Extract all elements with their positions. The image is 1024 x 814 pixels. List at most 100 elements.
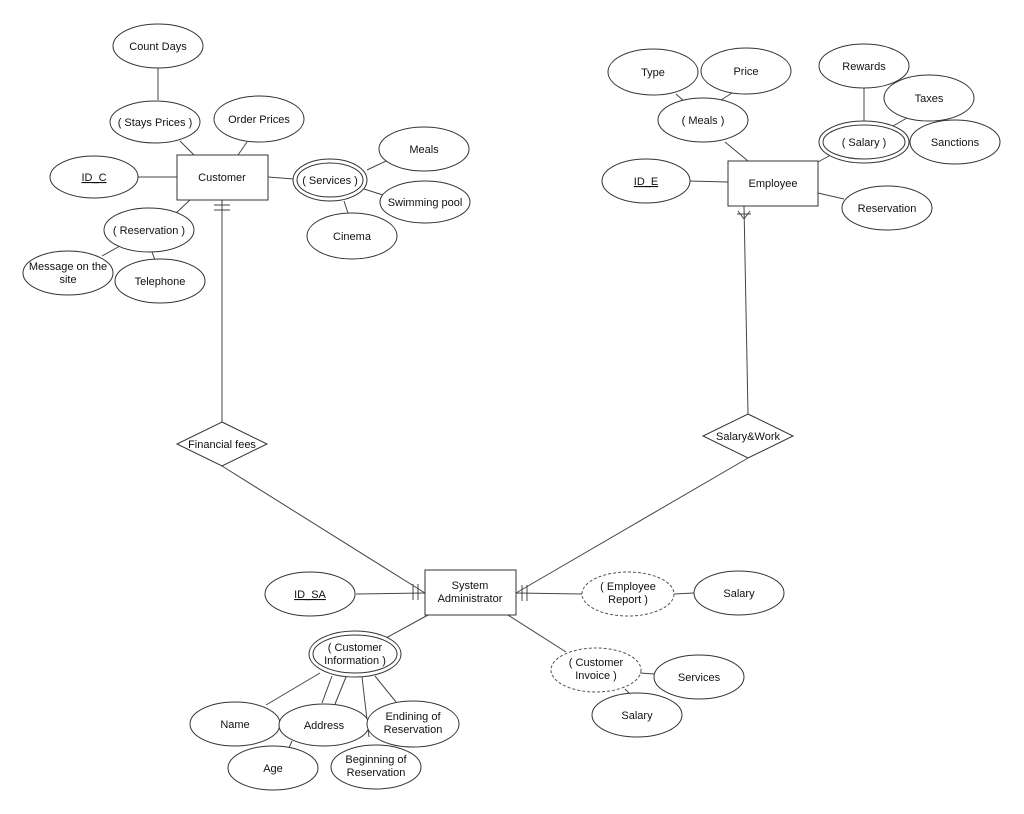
attribute-label: Rewards (842, 61, 886, 73)
customer-entity: Customer (176, 154, 269, 201)
line-meals-employee (724, 141, 749, 162)
attribute-type: Type (607, 48, 699, 96)
attribute-rewards: Rewards (818, 43, 910, 89)
attribute-label: Address (304, 720, 345, 732)
employee-entity: Employee (727, 160, 819, 207)
line-customer-reservation (175, 199, 191, 214)
attribute-customer-invoice: ( Customer Invoice ) (550, 647, 642, 693)
entity-label: System (452, 580, 489, 592)
attribute-meals-e: ( Meals ) (657, 97, 749, 143)
system-admin-entity-group: ID_SA System Administrator ( Employee Re… (189, 569, 785, 791)
line-orderprices-customer (237, 141, 248, 156)
attribute-label: ( Salary ) (842, 137, 887, 149)
attribute-label: Telephone (135, 276, 186, 288)
line-custinfo-address-2 (334, 676, 347, 705)
attribute-label: Salary (621, 710, 653, 722)
relationship-label: Salary&Work (716, 431, 780, 443)
attribute-label: Report ) (608, 594, 648, 606)
line-employee-salarywork (743, 205, 749, 415)
attribute-label: Reservation (347, 767, 406, 779)
attribute-name: Name (189, 701, 281, 747)
line-services-meals (366, 160, 387, 171)
attribute-label: Invoice ) (575, 670, 617, 682)
attribute-sanctions: Sanctions (909, 119, 1001, 165)
attribute-message-on-site: Message on the site (22, 250, 114, 296)
attribute-label: Beginning of (345, 754, 407, 766)
attribute-swimming-pool: Swimming pool (379, 180, 471, 224)
attribute-label: Reservation (384, 724, 443, 736)
attribute-employee-report: ( Employee Report ) (581, 571, 675, 617)
relationship-label: Financial fees (188, 439, 256, 451)
relationship-salary-work: Salary&Work (701, 413, 795, 459)
attribute-label: ( Customer (328, 642, 383, 654)
attribute-label: Age (263, 763, 283, 775)
attribute-reservation-c: ( Reservation ) (103, 207, 195, 253)
line-address-age (288, 740, 293, 749)
attribute-label: Reservation (858, 203, 917, 215)
attribute-ending-of-reservation: Endining of Reservation (366, 700, 460, 748)
attribute-label: Type (641, 67, 665, 79)
attribute-telephone: Telephone (114, 258, 206, 304)
attribute-id-sa: ID_SA (264, 571, 356, 617)
line-reservation-message (101, 245, 121, 257)
attribute-label: Price (733, 66, 758, 78)
attribute-customer-information: ( Customer Information ) (308, 630, 402, 678)
attribute-age: Age (227, 745, 319, 791)
attribute-reservation-e: Reservation (841, 185, 933, 231)
line-staysprices-customer (179, 140, 195, 156)
attribute-label: site (59, 274, 76, 286)
cardinality-crowfoot (737, 210, 745, 220)
attribute-label: ( Services ) (302, 175, 358, 187)
line-customer-services (267, 176, 295, 180)
attribute-label: Count Days (129, 41, 187, 53)
employee-entity-group: Type Price ( Meals ) Rewards Taxes ( Sal… (601, 43, 1001, 231)
line-idsa-sysadmin (355, 592, 426, 595)
attribute-label: Swimming pool (388, 197, 463, 209)
attribute-salary-sa: Salary (693, 570, 785, 616)
attribute-label: ( Meals ) (682, 115, 725, 127)
attribute-label: Taxes (915, 93, 944, 105)
attribute-label: Message on the (29, 261, 107, 273)
line-custinfo-ending (374, 675, 397, 703)
key-label: ID_SA (294, 589, 326, 601)
key-label: ID_E (634, 176, 658, 188)
relationship-financial-fees: Financial fees (175, 421, 269, 467)
entity-label: Administrator (438, 593, 503, 605)
attribute-label: Sanctions (931, 137, 980, 149)
line-employeereport-salary (673, 592, 695, 595)
attribute-label: Salary (723, 588, 755, 600)
attribute-salary-invoice: Salary (591, 692, 683, 738)
attribute-id-c: ID_C (49, 155, 139, 199)
attribute-cinema: Cinema (306, 212, 398, 260)
attribute-label: Cinema (333, 231, 372, 243)
line-custinfo-address (321, 675, 333, 704)
attribute-label: ( Reservation ) (113, 225, 185, 237)
attribute-label: Information ) (324, 655, 386, 667)
attribute-order-prices: Order Prices (213, 95, 305, 143)
entity-label: Employee (749, 178, 798, 190)
attribute-label: ( Employee (600, 581, 656, 593)
line-sysadmin-customerinfo (385, 614, 429, 639)
attribute-address: Address (278, 703, 370, 747)
attribute-services-sa: Services (653, 654, 745, 700)
attribute-beginning-of-reservation: Beginning of Reservation (330, 744, 422, 790)
attribute-id-e: ID_E (601, 158, 691, 204)
attribute-label: Services (678, 672, 721, 684)
attribute-label: Meals (409, 144, 439, 156)
attribute-count-days: Count Days (112, 23, 204, 69)
line-ide-employee (687, 180, 729, 183)
attribute-label: Order Prices (228, 114, 290, 126)
cardinality-crowfoot (743, 210, 751, 220)
key-label: ID_C (81, 172, 106, 184)
line-invoice-services (639, 672, 655, 675)
attribute-stays-prices: ( Stays Prices ) (109, 100, 201, 144)
entity-label: Customer (198, 172, 246, 184)
line-custinfo-name (265, 672, 321, 706)
line-taxes-salary (892, 117, 908, 127)
customer-entity-group: Count Days ( Stays Prices ) Order Prices… (22, 23, 471, 304)
attribute-label: ( Customer (569, 657, 624, 669)
attribute-salary-e: ( Salary ) (818, 120, 910, 164)
attribute-label: Name (220, 719, 249, 731)
attribute-taxes: Taxes (883, 74, 975, 122)
